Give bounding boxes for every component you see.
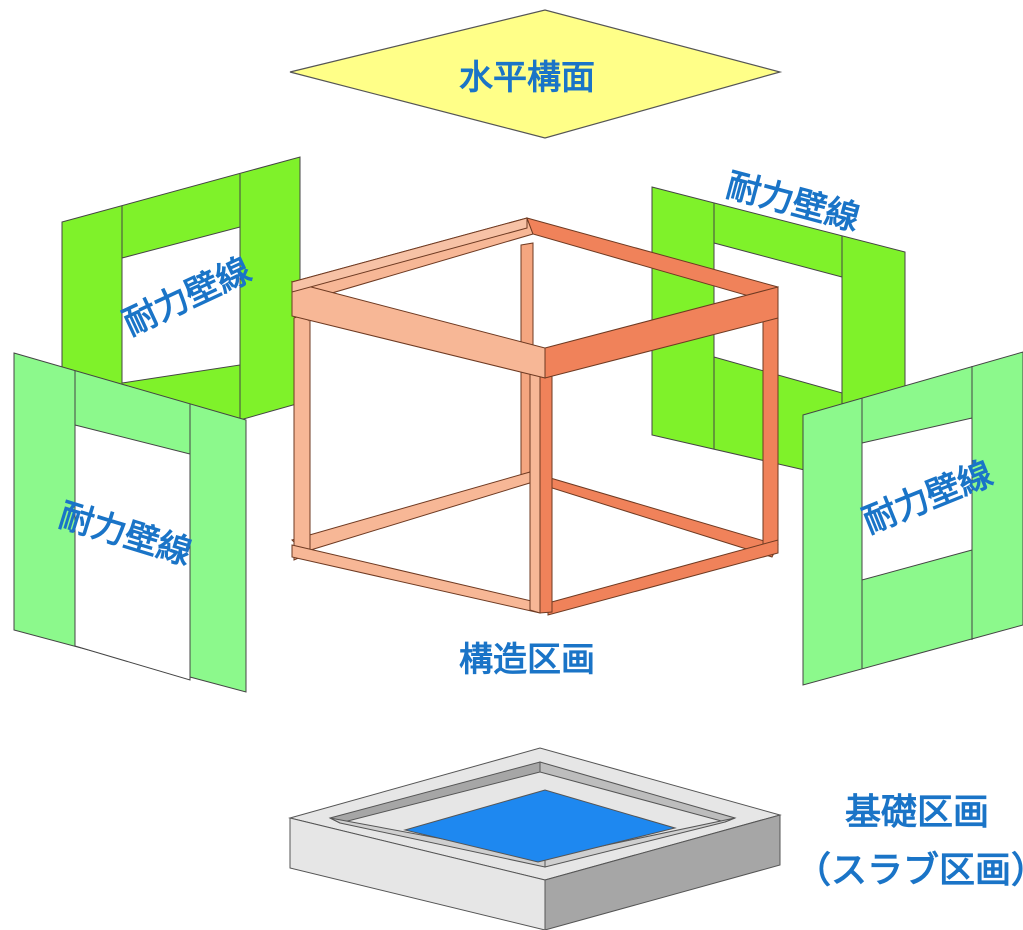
foundation-face-right [544,814,781,930]
frame-beam-top-left-surface [291,217,528,293]
frame-post-front-right [539,367,553,614]
frame-beam-top-front-left-face [291,281,546,379]
horizontal-plane-shape [289,9,783,139]
wall-bottom-left: 耐力壁線 [13,352,247,693]
horizontal-plane-label: 水平構面 [459,58,595,98]
structural-frame [291,217,780,616]
foundation-slab [403,789,677,863]
frame-post-front-left [529,371,541,614]
wall-bottom-right: 耐力壁線 [802,351,1023,686]
frame-post-right [762,311,779,556]
wall-top-left: 耐力壁線 [61,156,301,421]
frame-beam-bottom-front-left [291,544,541,614]
frame-beam-top-front-right-face [544,286,779,379]
foundation-section-label: 基礎区画 [845,792,989,833]
frame-post-left [293,311,311,561]
foundation [288,747,782,930]
frame-beam-bottom-back-left [291,471,534,553]
structural-section-label: 構造区画 [459,640,595,680]
horizontal-plane: 水平構面 [289,9,783,139]
foundation-face-left [289,817,546,930]
frame-beam-bottom-front-right [547,539,779,616]
slab-section-label: （スラブ区画） [795,849,1023,891]
frame-beam-bottom-back-right [529,471,779,558]
